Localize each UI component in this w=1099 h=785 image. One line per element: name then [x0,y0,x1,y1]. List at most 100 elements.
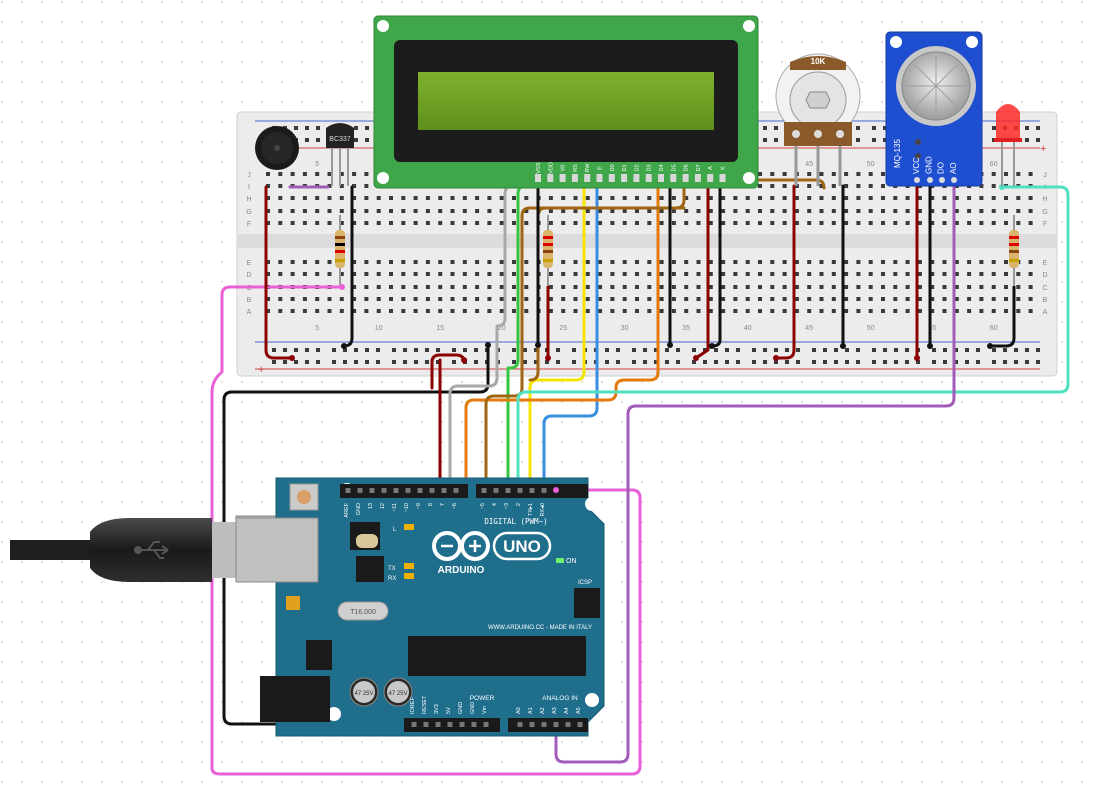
breadboard-hole [610,285,615,289]
breadboard-hole [856,297,861,301]
breadboard-hole [548,272,553,276]
rail-hole [605,348,609,352]
breadboard-hole [979,184,984,188]
breadboard-hole [868,184,873,188]
breadboard-hole [548,309,553,313]
row-letter: H [246,196,251,203]
breadboard-hole [302,221,307,225]
pot-value-label: 10K [811,57,826,66]
breadboard-hole [290,209,295,213]
rail-hole [763,138,767,142]
rail-hole [283,348,287,352]
breadboard-hole [856,260,861,264]
rail-hole [845,348,849,352]
breadboard-hole [708,272,713,276]
breadboard-hole [1016,221,1021,225]
breadboard-hole [881,297,885,301]
rail-hole [932,360,936,364]
breadboard-hole [942,209,947,213]
breadboard-hole [659,272,664,276]
breadboard-hole [462,297,467,301]
breadboard-hole [758,260,762,264]
breadboard-hole [585,309,590,313]
breadboard-hole [758,297,762,301]
sensor-pin-label: GND [924,156,933,174]
digital-pin-label: 12 [380,503,386,509]
rail-hole [512,348,516,352]
breadboard-hole [844,309,849,313]
breadboard-hole [450,260,455,264]
rail-hole [823,360,827,364]
breadboard-hole [979,221,984,225]
breadboard-hole [733,196,738,200]
breadboard-hole [807,172,812,176]
breadboard-hole [1028,260,1033,264]
breadboard-hole [302,172,307,176]
breadboard-hole [585,297,590,301]
breadboard-hole [758,196,762,200]
breadboard-hole [1028,196,1033,200]
breadboard-hole [868,196,873,200]
breadboard-hole [831,196,836,200]
breadboard-hole [339,309,344,313]
breadboard-hole [598,285,603,289]
breadboard-hole [819,172,824,176]
breadboard-hole [733,221,738,225]
breadboard-hole [893,297,898,301]
column-number: 40 [744,325,752,332]
breadboard-hole [585,196,590,200]
breadboard-hole [425,196,430,200]
breadboard-hole [364,209,369,213]
rail-hole [414,348,418,352]
lcd-pin [571,174,578,182]
breadboard-hole [930,221,935,225]
breadboard-hole [770,209,775,213]
analog-pin-hole [517,722,523,727]
breadboard-hole [302,309,307,313]
breadboard-hole [610,260,615,264]
lcd-screen [418,72,714,130]
power-pin-hole [459,722,465,727]
breadboard-hole [881,260,885,264]
breadboard-hole [881,172,885,176]
breadboard-hole [807,184,812,188]
rail-hole [725,360,729,364]
rail-hole [763,126,767,130]
row-letter: H [1042,196,1047,203]
breadboard-hole [364,172,369,176]
breadboard-hole [512,272,516,276]
digital-pin-hole [517,488,523,493]
digital-pin-label: 4 [492,503,498,506]
power-pin-hole [483,722,489,727]
led [994,104,1022,186]
breadboard-hole [856,184,861,188]
breadboard-hole [954,221,959,225]
breadboard-hole [364,297,369,301]
lcd-pin-label: D6 [684,164,690,171]
breadboard-hole [512,209,516,213]
analog-pin-label: A4 [564,707,570,714]
analog-pin-hole [541,722,547,727]
breadboard-hole [819,221,824,225]
breadboard-hole [475,209,480,213]
breadboard-hole [733,272,738,276]
breadboard-hole [548,221,553,225]
breadboard-hole [315,297,320,301]
digital-pin-hole [505,488,511,493]
rail-hole [954,348,958,352]
breadboard-hole [659,209,664,213]
breadboard-hole [905,272,910,276]
breadboard-hole [782,297,787,301]
breadboard-hole [770,285,775,289]
rail-hole [605,360,609,364]
breadboard-hole [585,221,590,225]
rail-hole [796,348,800,352]
digital-pin-label: RX◂0 [540,503,546,516]
rail-hole [692,360,696,364]
breadboard-hole [807,309,812,313]
analog-header [508,718,588,732]
breadboard-hole [659,260,664,264]
breadboard-hole [327,309,332,313]
